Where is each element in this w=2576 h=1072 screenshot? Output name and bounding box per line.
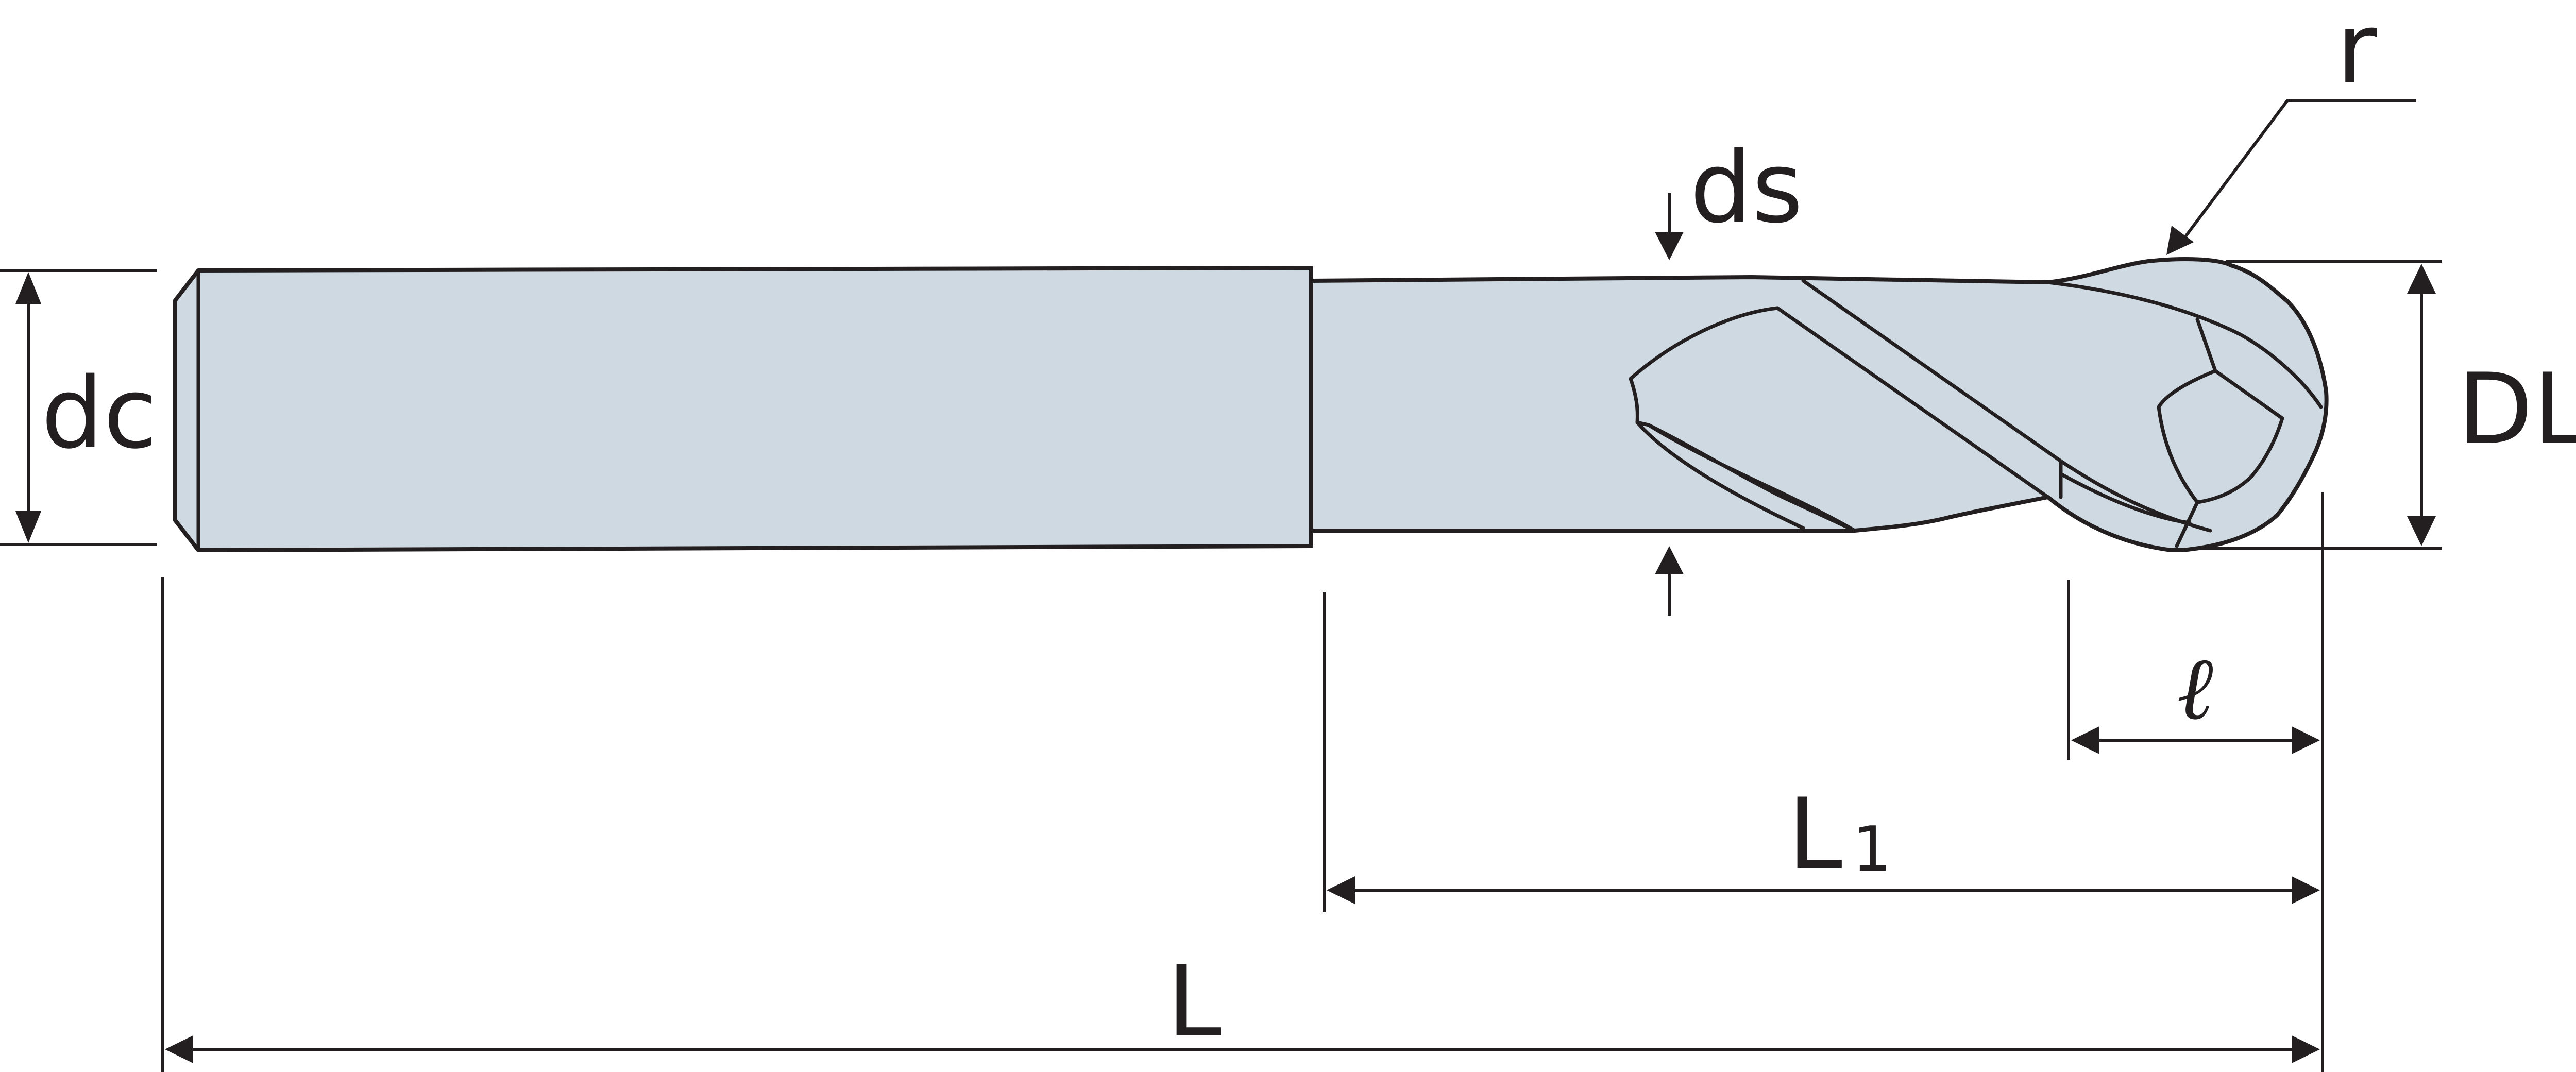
r-label: r bbox=[2336, 0, 2377, 106]
dimension-L: L bbox=[165, 945, 2320, 1063]
dimension-ds: ds bbox=[1655, 131, 1803, 616]
ds-arrow-bottom bbox=[1655, 546, 1684, 574]
flute-lower-curve bbox=[1635, 420, 1805, 530]
tool-body bbox=[173, 257, 2329, 552]
ball-edge-lower bbox=[2059, 459, 2192, 525]
L1-subscript: 1 bbox=[1852, 814, 1891, 886]
L1-arrow-right bbox=[2292, 876, 2320, 904]
L-label: L bbox=[1167, 945, 1222, 1059]
ball-edge-tip bbox=[2175, 500, 2199, 548]
dc-label: dc bbox=[41, 356, 157, 470]
ds-arrow-top bbox=[1655, 232, 1684, 260]
l-arrow-left bbox=[2071, 726, 2099, 754]
shank bbox=[173, 266, 1313, 552]
dimension-r: r bbox=[2166, 0, 2416, 255]
dimension-DL: DL bbox=[2195, 260, 2576, 550]
ball-edge-inner-2 bbox=[2195, 416, 2284, 504]
dc-arrow-top bbox=[15, 272, 41, 304]
DL-label: DL bbox=[2458, 352, 2576, 466]
DL-arrow-bottom bbox=[2407, 516, 2436, 546]
L-arrow-left bbox=[165, 1035, 193, 1063]
ball-edge-top bbox=[2046, 280, 2323, 409]
ball-edge-inner bbox=[2157, 369, 2217, 504]
dimension-dc: dc bbox=[0, 269, 157, 546]
L1-label: L bbox=[1788, 777, 1842, 891]
l-label: ℓ bbox=[2177, 638, 2213, 740]
dimension-L1: L 1 bbox=[1327, 777, 2320, 904]
r-arrow bbox=[2166, 226, 2194, 255]
extension-lines bbox=[161, 492, 2324, 1072]
DL-arrow-top bbox=[2407, 264, 2436, 294]
neck-and-ball bbox=[1309, 257, 2329, 552]
dc-arrow-bottom bbox=[15, 511, 41, 543]
L1-arrow-left bbox=[1327, 876, 1355, 904]
flute-edge-1 bbox=[1775, 306, 2050, 499]
l-arrow-right bbox=[2292, 726, 2320, 754]
ds-label: ds bbox=[1690, 131, 1803, 245]
flute-lower-curve-2 bbox=[1647, 423, 1857, 533]
dimension-l: ℓ bbox=[2071, 638, 2320, 754]
L-arrow-right bbox=[2292, 1035, 2320, 1063]
